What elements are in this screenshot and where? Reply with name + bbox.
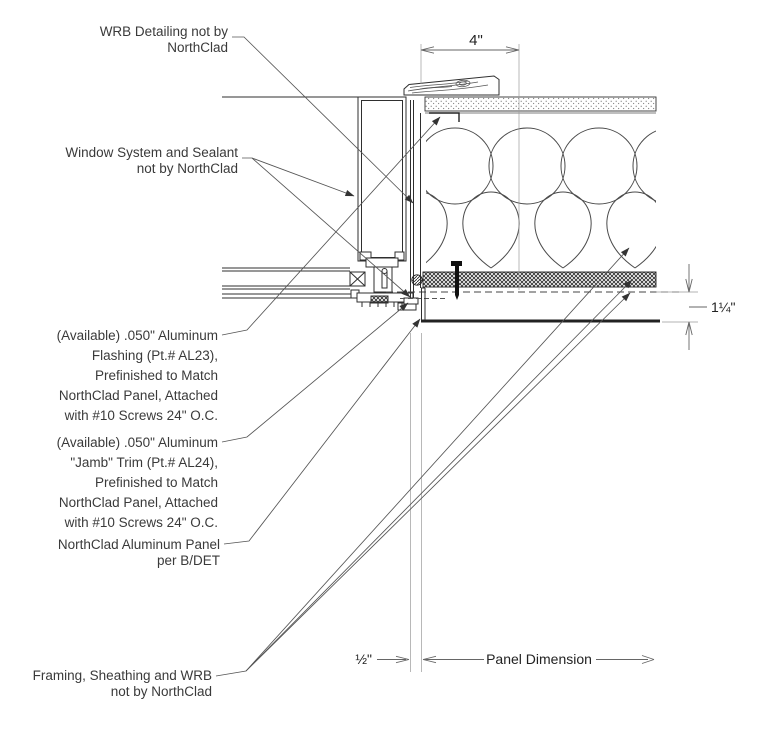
dim-joint-and-panel: ½" Panel Dimension <box>355 333 655 672</box>
callout-line: Framing, Sheathing and WRB <box>32 668 212 683</box>
sheathing-band-stipple <box>424 96 657 112</box>
callout-line: Window System and Sealant <box>65 145 238 160</box>
leader-framing-3 <box>245 292 631 672</box>
callout-line: Flashing (Pt.# AL23), <box>91 348 218 363</box>
sealant-backer-rod <box>411 274 423 286</box>
exterior-sheathing-band <box>422 271 657 288</box>
leader-jamb-trim-al24 <box>221 302 409 443</box>
callout-line: NorthClad <box>167 40 228 55</box>
leader-panel <box>223 318 421 545</box>
callout-framing-sheathing-wrb: Framing, Sheathing and WRB not by NorthC… <box>33 668 212 700</box>
callout-line: "Jamb" Trim (Pt.# AL24), <box>70 455 218 470</box>
callout-line: with #10 Screws 24" O.C. <box>64 515 218 530</box>
head-flashing-angle <box>429 112 460 122</box>
wood-grain <box>407 79 489 94</box>
dim-4in-label: 4" <box>469 32 483 49</box>
callout-line: WRB Detailing not by <box>99 24 228 39</box>
callout-line: Prefinished to Match <box>94 368 218 383</box>
aluminum-panel-line <box>421 287 660 323</box>
panel-edge-return <box>421 287 426 320</box>
callout-jamb-trim-al24: (Available) .050" Aluminum "Jamb" Trim (… <box>57 433 218 533</box>
wood-blocking <box>403 75 500 96</box>
glazing-lines <box>222 267 357 299</box>
callout-window-system: Window System and Sealant not by NorthCl… <box>65 145 238 177</box>
callout-line: not by NorthClad <box>136 161 238 176</box>
callout-line: (Available) .050" Aluminum <box>56 328 218 343</box>
callout-line: (Available) .050" Aluminum <box>56 435 218 450</box>
callout-line: per B/DET <box>156 553 220 568</box>
dim-half-inch-label: ½" <box>355 651 372 667</box>
callout-line: not by NorthClad <box>110 684 212 699</box>
callout-northclad-panel: NorthClad Aluminum Panel per B/DET <box>58 537 220 569</box>
leader-framing-2 <box>245 279 633 672</box>
callout-flashing-al23: (Available) .050" Aluminum Flashing (Pt.… <box>57 326 218 426</box>
screw-fastener <box>451 261 462 300</box>
leader-flashing-al23 <box>221 116 441 336</box>
callout-line: with #10 Screws 24" O.C. <box>64 408 218 423</box>
callout-line: NorthClad Panel, Attached <box>58 495 218 510</box>
dim-blocking-width: 4" <box>420 32 520 290</box>
insulation-batt <box>426 127 656 269</box>
dim-1-1-4in-label: 1¼" <box>711 299 735 315</box>
callout-line: Prefinished to Match <box>94 475 218 490</box>
leader-framing-1 <box>215 247 630 677</box>
leader-lines <box>215 36 633 677</box>
dim-panel-dimension-label: Panel Dimension <box>486 651 592 667</box>
glazing-spacer <box>349 271 366 287</box>
window-frame <box>357 96 407 262</box>
leader-window-system-2 <box>251 157 411 298</box>
dim-panel-offset: 1¼" <box>656 264 735 350</box>
leader-wrb <box>232 36 414 204</box>
callout-line: NorthClad Aluminum Panel <box>57 537 220 552</box>
callout-wrb-detailing: WRB Detailing not by NorthClad <box>100 24 228 56</box>
callout-line: NorthClad Panel, Attached <box>58 388 218 403</box>
